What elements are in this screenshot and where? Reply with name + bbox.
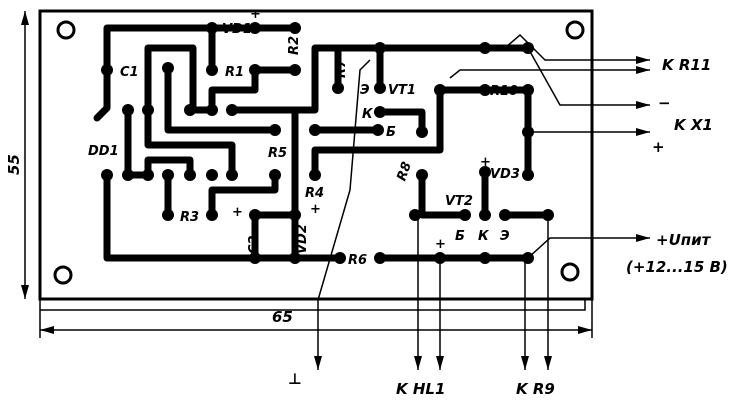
- label-r8: R8: [394, 160, 415, 183]
- label-vt2-e: Э: [500, 229, 510, 244]
- copper-traces: [93, 24, 552, 262]
- mounting-hole: [560, 262, 580, 282]
- label-r7: R7: [334, 58, 349, 78]
- ground-icon: ⊥: [288, 370, 302, 388]
- plus-hl1: +: [435, 237, 446, 252]
- label-vt1-e: Э: [360, 83, 370, 98]
- label-to-x1: K X1: [674, 116, 713, 134]
- label-r4: R4: [305, 186, 324, 201]
- label-vt2-b: Б: [455, 229, 465, 244]
- label-vd1: VD1: [222, 22, 252, 37]
- label-vt1: VT1: [388, 83, 416, 98]
- label-to-r9: K R9: [516, 380, 555, 398]
- label-supply: +Uпит: [656, 231, 712, 249]
- external-wires: [40, 33, 650, 370]
- label-c1: C1: [120, 65, 139, 80]
- mounting-hole: [56, 20, 76, 40]
- label-r10: R10: [490, 84, 518, 99]
- connection-labels: K R11 − K X1 + +Uпит (+12...15 B) K HL1 …: [288, 56, 728, 398]
- mounting-hole: [565, 20, 585, 40]
- label-vd3: VD3: [490, 167, 520, 182]
- label-c2: C2: [247, 235, 262, 254]
- label-x1-minus: −: [658, 94, 671, 112]
- mounting-hole: [53, 265, 73, 285]
- plus-vd1: +: [250, 7, 261, 22]
- dimension-height: 55: [5, 11, 29, 299]
- label-r2: R2: [287, 36, 302, 55]
- solder-pads: [101, 22, 554, 264]
- component-labels: DD1 C1 VD1 + R1 R2 R7 Э VT1 К Б R10 R5 R…: [88, 7, 520, 268]
- label-r1: R1: [225, 65, 244, 80]
- label-to-hl1: K HL1: [396, 380, 445, 398]
- width-dimension-label: 65: [272, 308, 293, 326]
- label-supply-range: (+12...15 B): [626, 258, 728, 276]
- label-r3: R3: [180, 210, 199, 225]
- label-x1-plus: +: [652, 138, 665, 156]
- board-outline: [38, 9, 594, 301]
- plus-c2: +: [232, 205, 243, 220]
- label-vt1-b: Б: [386, 125, 396, 140]
- label-to-r11: K R11: [662, 56, 711, 74]
- dimension-width: 65: [39, 300, 593, 338]
- label-vd2: VD2: [295, 224, 310, 254]
- label-dd1: DD1: [88, 144, 119, 159]
- label-vt1-k: К: [362, 107, 374, 122]
- label-vt2: VT2: [445, 194, 473, 209]
- label-r5: R5: [268, 146, 287, 161]
- plus-vd2: +: [310, 202, 321, 217]
- label-r6: R6: [348, 253, 367, 268]
- mounting-holes: [53, 20, 585, 285]
- plus-vd3: +: [480, 155, 491, 170]
- label-vt2-k: К: [478, 229, 490, 244]
- height-dimension-label: 55: [5, 154, 23, 175]
